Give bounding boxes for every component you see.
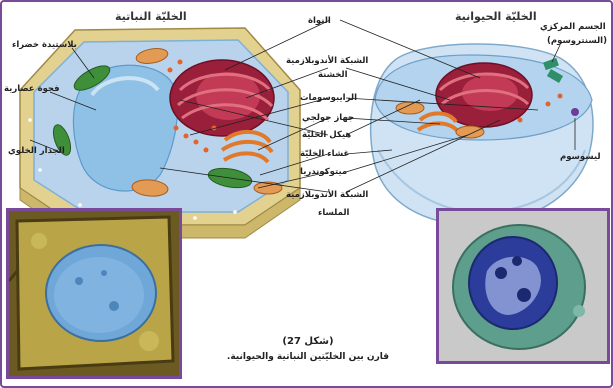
animal-cell-illustration [371, 44, 593, 225]
label-lysosome: ليسوسوم [560, 152, 601, 162]
plant-cell-illustration [20, 28, 300, 238]
label-chloroplast: بلاستيدة خضراء [12, 40, 77, 50]
label-rough-er-line2: الخشنة [318, 70, 348, 80]
animal-micrograph-image [439, 211, 607, 361]
label-mitochondria: ميتوكوندريا [300, 167, 347, 177]
label-centrosome-line1: الجسم المركزي [540, 22, 606, 32]
plant-cell-title: الخليّة النباتية [115, 10, 187, 23]
label-centrosome-line2: (السنتروسوم) [547, 36, 607, 46]
plant-micrograph-image [9, 211, 179, 376]
label-golgi: جهاز جولجي [302, 113, 354, 123]
label-cell-wall: الجدار الخلوي [8, 146, 65, 156]
label-cytoskeleton: هيكل الخليّة [302, 130, 351, 140]
animal-cell-micrograph [436, 208, 610, 364]
label-smooth-er-line2: الملساء [318, 208, 349, 218]
label-ribosomes: الرايبوسومات [300, 93, 357, 103]
label-smooth-er-line1: الشبكة الأندوبلازمية [286, 190, 368, 200]
plant-cell-micrograph [6, 208, 182, 379]
label-vacuole: فجوة عصارية [4, 84, 60, 94]
label-cell-membrane: غشاء الخليّة [300, 149, 349, 159]
label-rough-er-line1: الشبكة الأندوبلازمية [286, 56, 368, 66]
animal-cell-title: الخليّة الحيوانية [455, 10, 537, 23]
label-nucleus: النواة [308, 16, 331, 26]
figure-number: (شكل 27) [278, 336, 338, 347]
figure-caption: قارن بين الخليّتين النباتية والحيوانية. [208, 352, 408, 362]
